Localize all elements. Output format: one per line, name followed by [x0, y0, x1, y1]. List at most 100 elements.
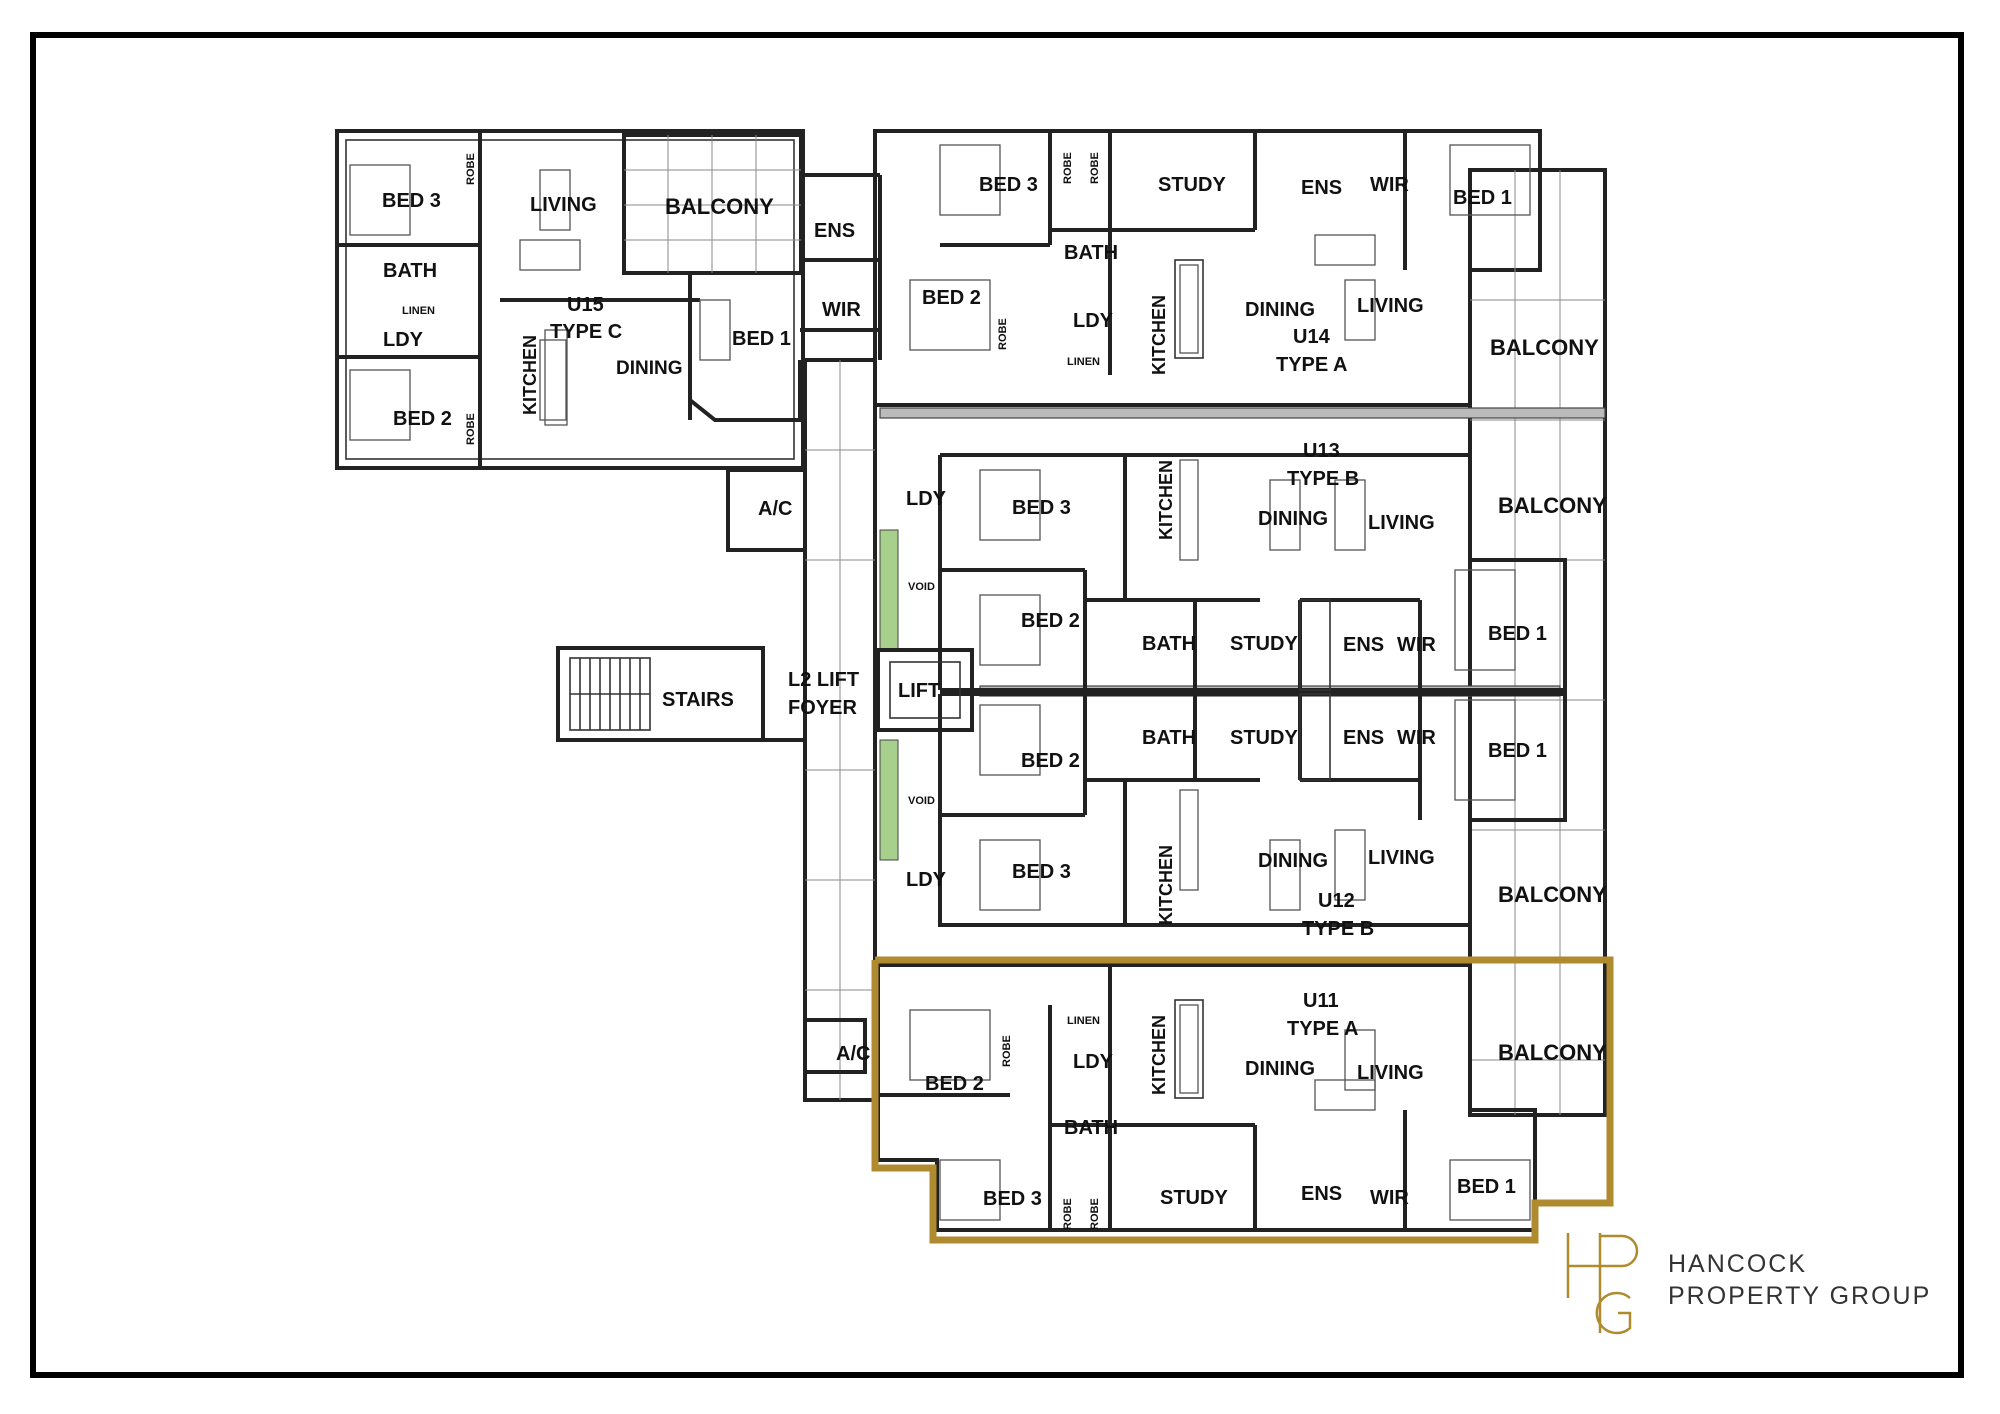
u13-bed1-label: BED 1 — [1488, 623, 1547, 645]
u12-dining-label: DINING — [1258, 850, 1328, 872]
u12-bed2-label: BED 2 — [1021, 750, 1080, 772]
logo-line1: HANCOCK — [1668, 1250, 1808, 1278]
u15-kitchen-label: KITCHEN — [520, 335, 540, 415]
u11-ldy-label: LDY — [1073, 1051, 1114, 1073]
u12-living-label: LIVING — [1368, 847, 1435, 869]
u14-robe1-label: ROBE — [1062, 152, 1074, 184]
unit-u15-walls — [335, 129, 882, 470]
u14-linen-label: LINEN — [1067, 356, 1100, 368]
u11-balcony-label: BALCONY — [1498, 1040, 1607, 1065]
u11-ens-label: ENS — [1301, 1183, 1342, 1205]
lift-foyer-line2: FOYER — [788, 697, 857, 719]
u15-unit-label: U15 — [567, 294, 604, 316]
ac2-label: A/C — [836, 1043, 870, 1065]
u15-ens-label: ENS — [814, 220, 855, 242]
u13-unit-label: U13 — [1303, 440, 1340, 462]
u12-bath-label: BATH — [1142, 727, 1196, 749]
u14-study-label: STUDY — [1158, 174, 1226, 196]
u15-dining-label: DINING — [616, 358, 683, 379]
u14-living-label: LIVING — [1357, 295, 1424, 317]
lift-foyer-line1: L2 LIFT — [788, 669, 859, 691]
u13-ldy-label: LDY — [906, 488, 947, 510]
u13-bath-label: BATH — [1142, 633, 1196, 655]
u13-bed3-label: BED 3 — [1012, 497, 1071, 519]
u12-study-label: STUDY — [1230, 727, 1298, 749]
u15-linen-label: LINEN — [402, 305, 435, 317]
void1-label: VOID — [908, 581, 935, 593]
separator-u14-u13 — [879, 407, 1606, 419]
unit-u12-walls — [938, 692, 1567, 927]
unit-u14-walls — [873, 129, 1542, 407]
u11-living-label: LIVING — [1357, 1062, 1424, 1084]
u11-robe3-label: ROBE — [1089, 1198, 1101, 1230]
u14-robe3-label: ROBE — [997, 318, 1009, 350]
u11-type-label: TYPE A — [1287, 1018, 1359, 1040]
u13-kitchen-label: KITCHEN — [1156, 460, 1176, 540]
u14-ldy-label: LDY — [1073, 310, 1114, 332]
u15-robe1-label: ROBE — [465, 153, 477, 185]
u11-robe1-label: ROBE — [1001, 1035, 1013, 1067]
u15-bed3-label: BED 3 — [382, 190, 441, 212]
u15-bed1-label: BED 1 — [732, 328, 791, 350]
u11-kitchen-label: KITCHEN — [1149, 1015, 1169, 1095]
u13-bed2-label: BED 2 — [1021, 610, 1080, 632]
stairs-block — [556, 646, 805, 742]
u12-bed1-label: BED 1 — [1488, 740, 1547, 762]
u14-bed1-label: BED 1 — [1453, 187, 1512, 209]
u13-dining-label: DINING — [1258, 508, 1328, 530]
u12-wir-label: WIR — [1397, 727, 1436, 749]
u11-linen-label: LINEN — [1067, 1015, 1100, 1027]
u15-bed2-label: BED 2 — [393, 408, 452, 430]
u11-study-label: STUDY — [1160, 1187, 1228, 1209]
u12-kitchen-label: KITCHEN — [1156, 845, 1176, 925]
u12-ldy-label: LDY — [906, 869, 947, 891]
u15-robe2-label: ROBE — [465, 413, 477, 445]
u13-wir-label: WIR — [1397, 634, 1436, 656]
u13-type-label: TYPE B — [1287, 468, 1359, 490]
u11-highlight-outline — [871, 956, 1614, 1244]
u15-balcony-grid — [622, 133, 803, 275]
u14-robe2-label: ROBE — [1089, 152, 1101, 184]
u11-bed3-label: BED 3 — [983, 1188, 1042, 1210]
u15-type-label: TYPE C — [550, 321, 622, 343]
u12-type-label: TYPE B — [1302, 918, 1374, 940]
u15-bath-label: BATH — [383, 260, 437, 282]
u12-balcony-label: BALCONY — [1498, 882, 1607, 907]
u14-balcony-label: BALCONY — [1490, 335, 1599, 360]
u14-ens-label: ENS — [1301, 177, 1342, 199]
u15-wir-label: WIR — [822, 299, 861, 321]
u11-bed1-label: BED 1 — [1457, 1176, 1516, 1198]
void2-label: VOID — [908, 795, 935, 807]
ac-box-2 — [803, 1018, 867, 1074]
logo-line2: PROPERTY GROUP — [1668, 1282, 1932, 1310]
u14-type-label: TYPE A — [1276, 354, 1348, 376]
void-green-1 — [879, 529, 899, 651]
u11-robe2-label: ROBE — [1062, 1198, 1074, 1230]
u14-unit-label: U14 — [1293, 326, 1331, 348]
u14-bed3-label: BED 3 — [979, 174, 1038, 196]
u15-ldy-label: LDY — [383, 329, 424, 351]
void-green-2 — [879, 739, 899, 861]
u12-ens-label: ENS — [1343, 727, 1384, 749]
u14-dining-label: DINING — [1245, 299, 1315, 321]
u13-ens-label: ENS — [1343, 634, 1384, 656]
u15-living-label: LIVING — [530, 194, 597, 216]
u14-wir-label: WIR — [1370, 174, 1409, 196]
u11-wir-label: WIR — [1370, 1187, 1409, 1209]
u13-living-label: LIVING — [1368, 512, 1435, 534]
u11-unit-label: U11 — [1303, 990, 1339, 1012]
u15-balcony-label: BALCONY — [665, 194, 774, 219]
u11-bath-label: BATH — [1064, 1117, 1118, 1139]
ac-box-1 — [726, 468, 807, 552]
u12-unit-label: U12 — [1318, 890, 1355, 912]
hpg-monogram-icon — [1566, 1233, 1639, 1335]
u11-bed2-label: BED 2 — [925, 1073, 984, 1095]
lift-label: LIFT — [898, 680, 940, 702]
u13-balcony-label: BALCONY — [1498, 493, 1607, 518]
page-frame — [30, 32, 1964, 1378]
u12-bed3-label: BED 3 — [1012, 861, 1071, 883]
corridor — [803, 358, 974, 1102]
u14-kitchen-label: KITCHEN — [1149, 295, 1169, 375]
stairs-label: STAIRS — [662, 689, 734, 711]
u13-study-label: STUDY — [1230, 633, 1298, 655]
